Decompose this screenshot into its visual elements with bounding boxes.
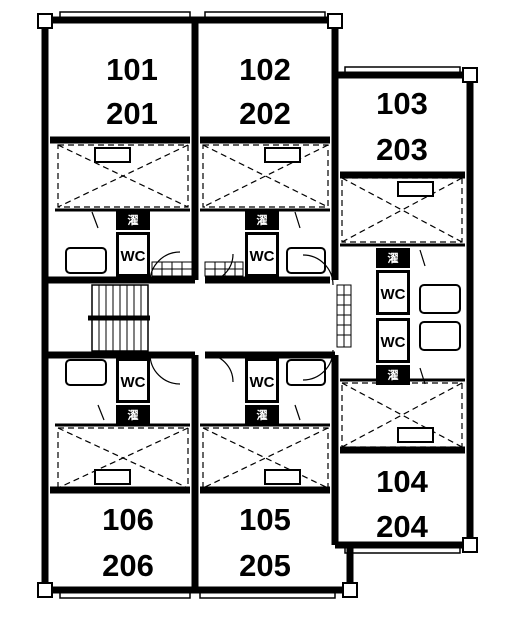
laundry-label: 濯 — [128, 408, 139, 422]
pillar — [37, 13, 53, 29]
unit-204-label: 204 — [376, 509, 428, 544]
laundry-label: 濯 — [257, 408, 268, 422]
pillar — [327, 13, 343, 29]
laundry-label: 濯 — [257, 213, 268, 227]
laundry-label: 濯 — [388, 368, 399, 382]
window-103 — [344, 66, 461, 74]
wc-label: WC — [121, 248, 146, 265]
unit-206-label: 206 — [102, 548, 154, 583]
window-102 — [204, 11, 326, 19]
bathtubs — [65, 247, 461, 386]
unit-103-label: 103 — [376, 86, 428, 121]
unit-105-label: 105 — [239, 502, 291, 537]
doors — [91, 211, 426, 421]
unit-203-label: 203 — [376, 132, 428, 167]
wc-label: WC — [381, 334, 406, 351]
wc-label: WC — [121, 374, 146, 391]
unit-201-label: 201 — [106, 96, 158, 131]
interior-walls — [45, 20, 465, 590]
unit-205-label: 205 — [239, 548, 291, 583]
unit-106-label: 106 — [102, 502, 154, 537]
pillar — [462, 67, 478, 83]
pillar — [462, 537, 478, 553]
laundry-label: 濯 — [128, 213, 139, 227]
wc-label: WC — [250, 248, 275, 265]
unit-101-label: 101 — [106, 52, 158, 87]
pillar — [37, 582, 53, 598]
unit-labels: 101 201 102 202 103 203 104 204 105 205 … — [102, 52, 428, 583]
outer-walls — [37, 11, 478, 599]
wc-label: WC — [250, 374, 275, 391]
kitchen-areas — [57, 144, 463, 489]
laundry-label: 濯 — [388, 251, 399, 265]
unit-102-label: 102 — [239, 52, 291, 87]
unit-202-label: 202 — [239, 96, 291, 131]
window-104 — [344, 546, 461, 554]
kitchen-sinks — [94, 147, 434, 485]
laundry-101 — [116, 210, 150, 230]
tile-patches — [151, 261, 352, 348]
window-101 — [59, 11, 191, 19]
window-106 — [59, 591, 191, 599]
window-105 — [199, 591, 336, 599]
wc-blocks: 濯 WC 濯 WC 濯 WC WC 濯 WC 濯 WC 濯 — [116, 210, 410, 425]
stairs — [88, 284, 150, 352]
unit-104-label: 104 — [376, 464, 428, 499]
wc-label: WC — [381, 286, 406, 303]
pillar — [342, 582, 358, 598]
